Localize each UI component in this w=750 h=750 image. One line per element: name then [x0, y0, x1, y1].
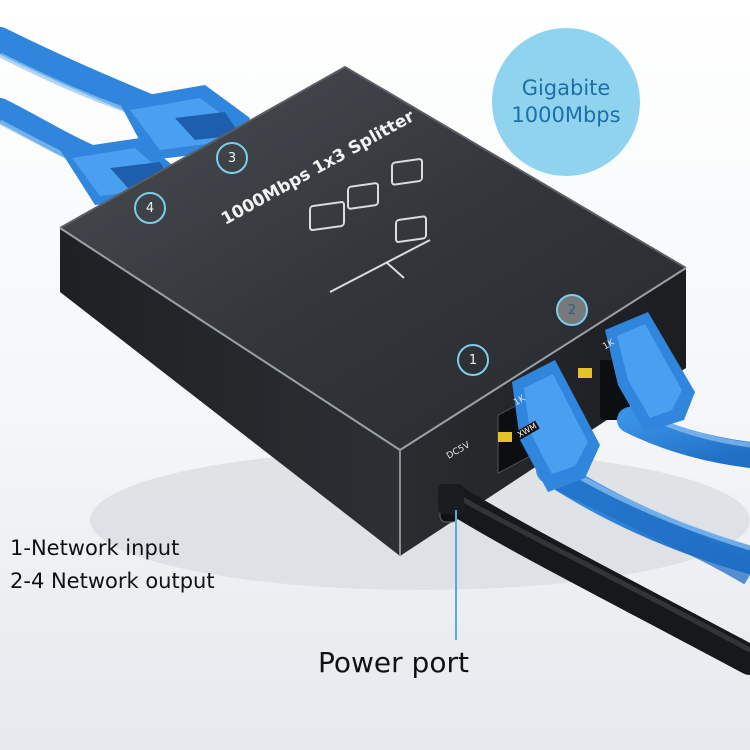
badge-line-2: 1000Mbps	[511, 103, 621, 127]
marker-port-4: 4	[134, 192, 166, 224]
badge-line-1: Gigabite	[521, 76, 611, 100]
marker-port-2: 2	[556, 294, 588, 326]
port-legend: 1-Network input 2-4 Network output	[10, 532, 215, 598]
speed-badge: Gigabite 1000Mbps	[492, 28, 640, 176]
marker-port-1: 1	[457, 344, 489, 376]
marker-port-3: 3	[216, 142, 248, 174]
power-port-caption: Power port	[318, 646, 469, 679]
legend-output: 2-4 Network output	[10, 569, 215, 593]
network-topology-icon	[309, 158, 431, 293]
device-left-face	[60, 228, 400, 556]
output-cables-front	[512, 312, 750, 585]
legend-input: 1-Network input	[10, 536, 180, 560]
power-cable	[438, 484, 750, 675]
